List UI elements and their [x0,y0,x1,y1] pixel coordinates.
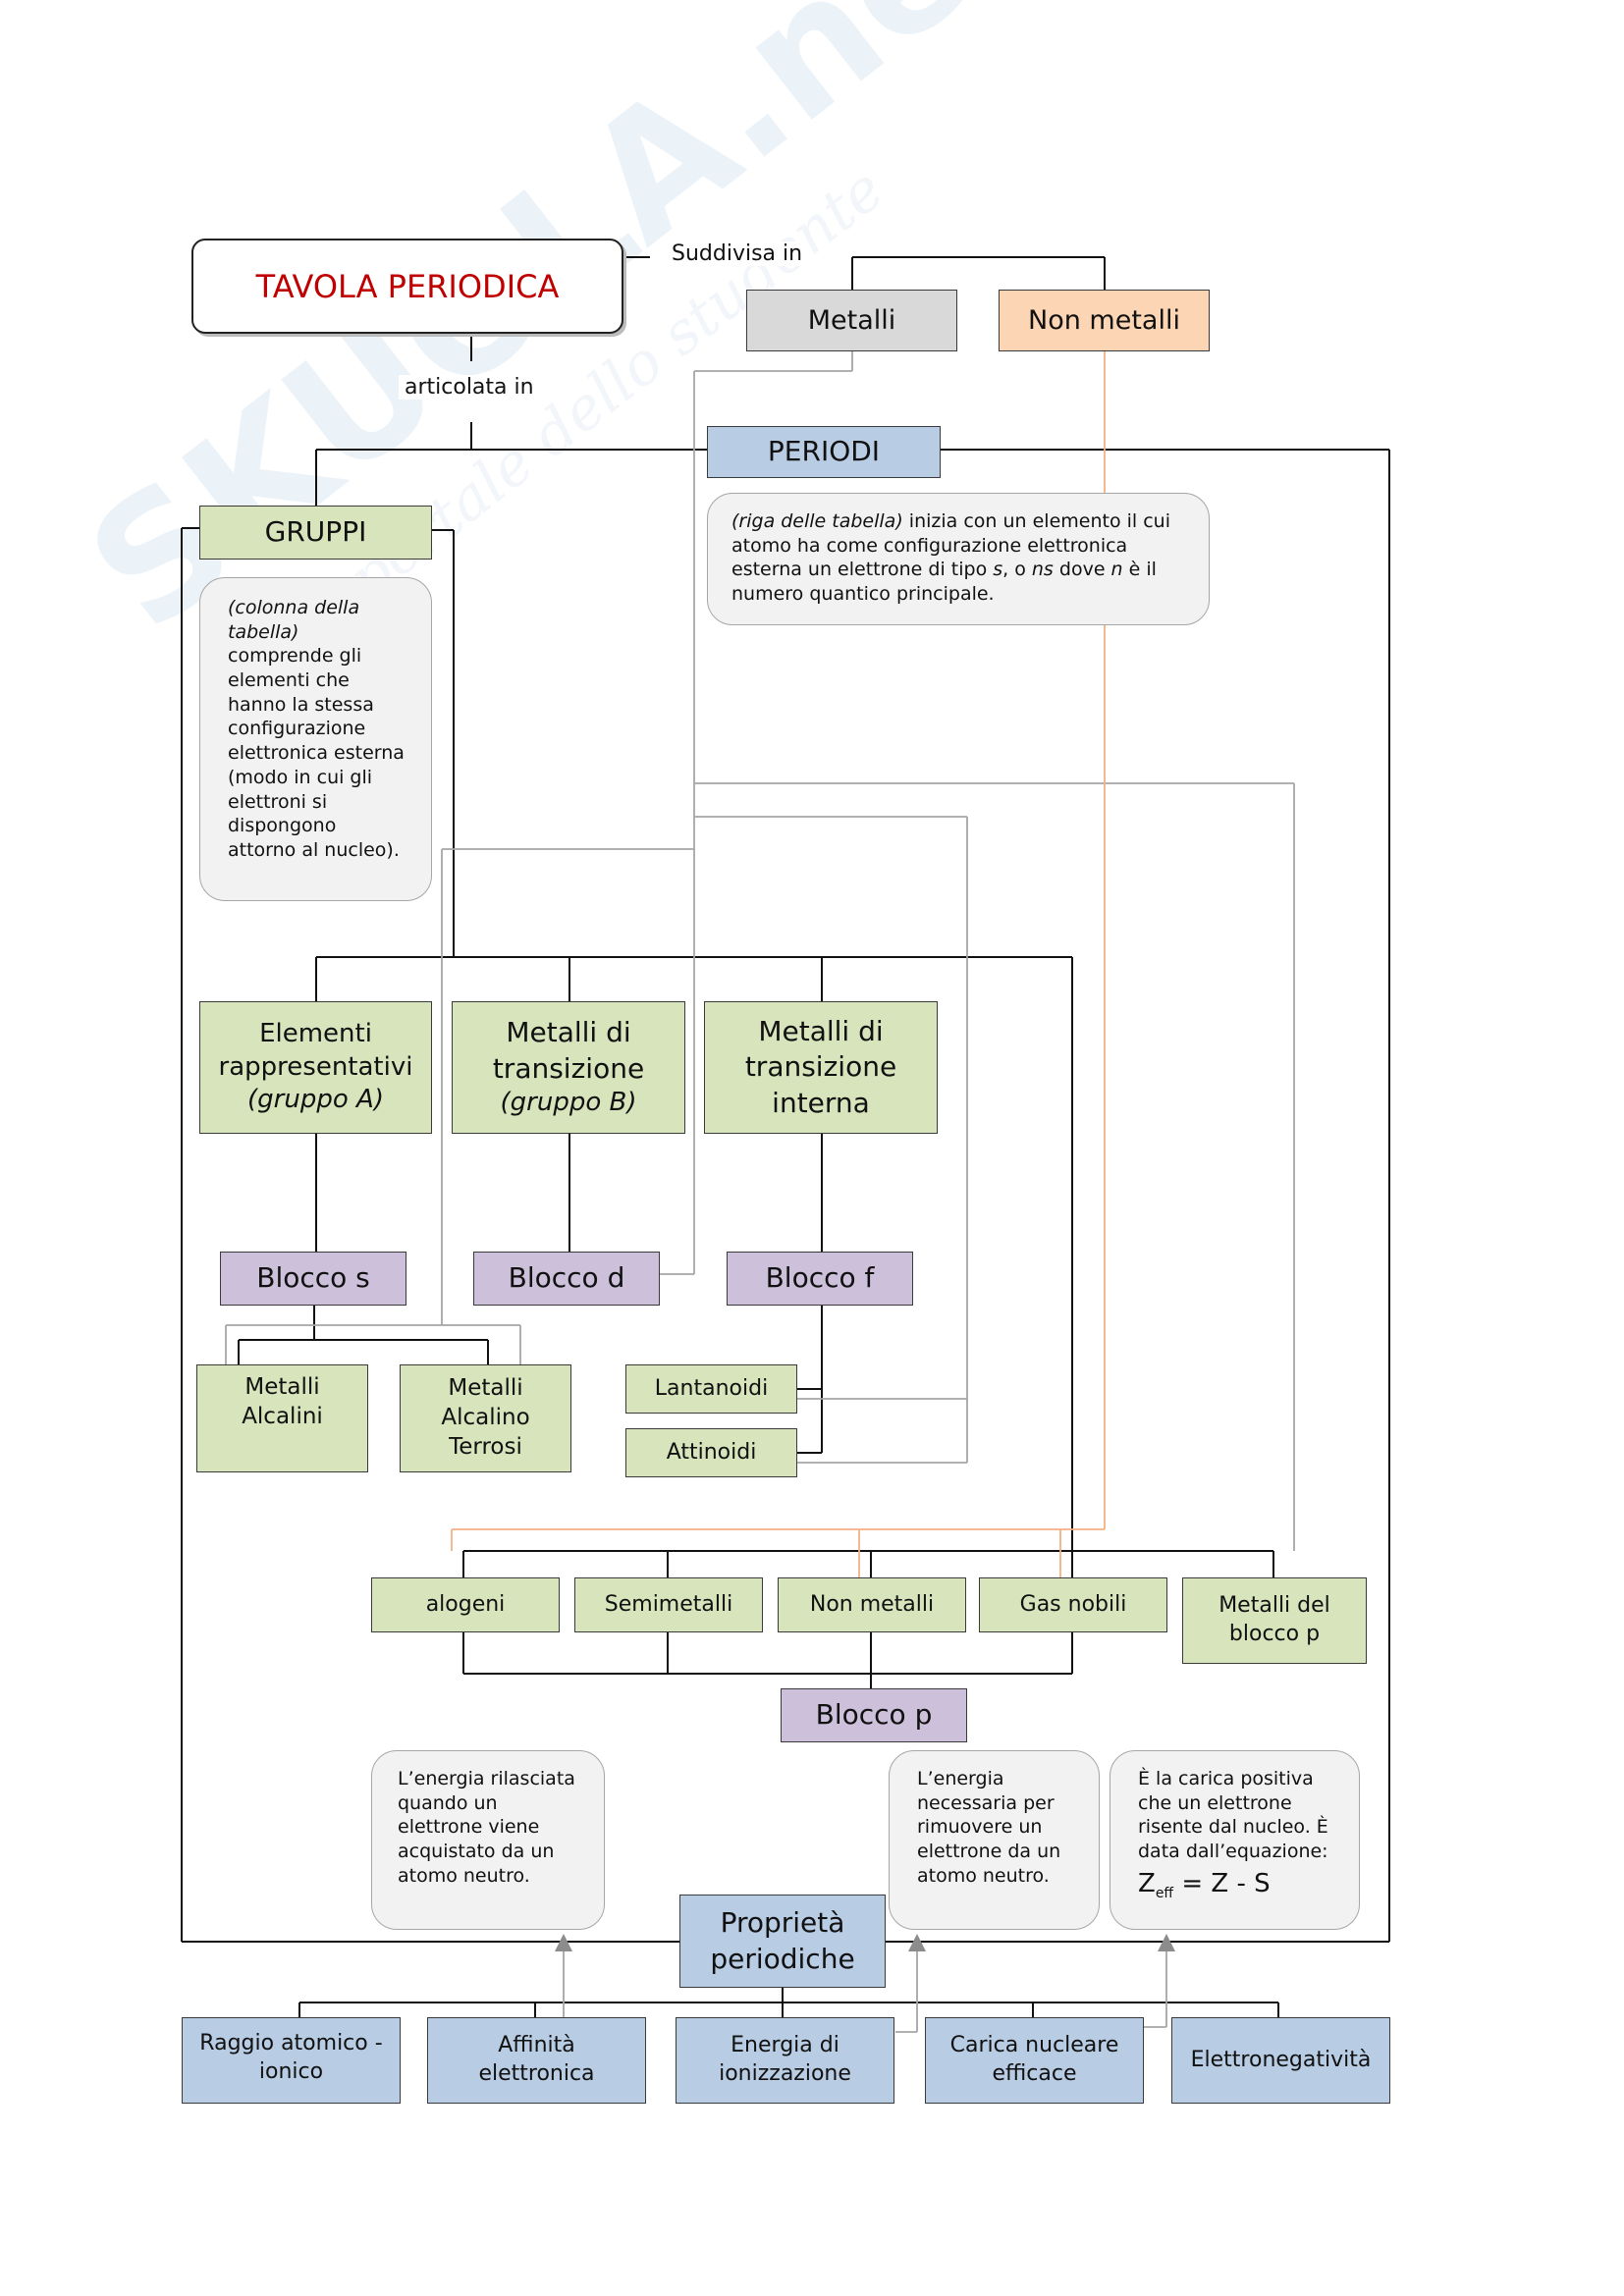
equation-zeff: Zeff = Z - S [1138,1868,1331,1902]
note-gruppi-italic: (colonna della tabella) [228,597,360,643]
note-carica-text: È la carica positiva che un elettrone ri… [1138,1768,1328,1863]
box-affinita-elettronica: Affinità elettronica [427,2017,646,2104]
box-periodi-label: PERIODI [767,435,881,468]
box-metalli-transizione: Metalli di transizione (gruppo B) [452,1001,685,1134]
blocco-p-label: Blocco p [815,1698,933,1732]
raggio-line1: Raggio atomico - [199,2031,383,2056]
note-ionizzazione-text: L’energia necessaria per rimuovere un el… [917,1768,1061,1887]
box-metalli-alcalini: Metalli Alcalini [196,1364,368,1472]
metalli-p-line2: blocco p [1228,1622,1321,1646]
box-attinoidi: Attinoidi [625,1428,797,1477]
box-metalli: Metalli [746,290,957,351]
carica-line1: Carica nucleare [949,2033,1119,2058]
box-metalli-blocco-p: Metalli del blocco p [1182,1577,1367,1664]
note-periodi-text3: dove [1053,559,1111,581]
ionizzazione-line1: Energia di [731,2033,839,2058]
box-lantanoidi: Lantanoidi [625,1364,797,1414]
note-periodi-text4: è il numero quantico principale. [731,559,1157,606]
alcalini-line1: Metalli [244,1374,320,1400]
box-metalli-transizione-interna: Metalli di transizione interna [704,1001,938,1134]
rappresentativi-line1: Elementi [259,1018,372,1048]
box-gruppi-label: GRUPPI [264,515,367,549]
equation-sub: eff [1155,1885,1174,1901]
box-energia-ionizzazione: Energia di ionizzazione [676,2017,894,2104]
blocco-f-label: Blocco f [765,1261,875,1295]
alcalino-terrosi-line3: Terrosi [449,1433,522,1460]
proprieta-line1: Proprietà [720,1906,845,1940]
box-gruppi: GRUPPI [199,506,432,560]
box-non-metalli-label: Non metalli [1028,304,1180,336]
note-periodi-italic: (riga delle tabella) [731,510,903,532]
transizione-line2: transizione [492,1051,645,1085]
note-periodi-text2: , o [1002,559,1032,581]
alogeni-label: alogeni [425,1591,506,1617]
box-blocco-p: Blocco p [781,1688,967,1742]
box-elettronegativita: Elettronegatività [1171,2017,1390,2104]
box-semimetalli: Semimetalli [574,1577,763,1632]
blocco-s-label: Blocco s [256,1261,370,1295]
box-metalli-label: Metalli [807,304,896,336]
box-metalli-alcalino-terrosi: Metalli Alcalino Terrosi [400,1364,571,1472]
non-metalli-p-label: Non metalli [809,1591,935,1617]
box-non-metalli-p: Non metalli [778,1577,966,1632]
affinita-line2: elettronica [478,2061,595,2086]
box-non-metalli: Non metalli [999,290,1210,351]
rappresentativi-line2: rappresentativi [218,1051,413,1082]
note-gruppi-text: comprende gli elementi che hanno la stes… [228,645,405,861]
transizione-line1: Metalli di [506,1016,631,1049]
gas-nobili-label: Gas nobili [1019,1591,1127,1617]
interna-line2: transizione [744,1050,897,1084]
box-blocco-d: Blocco d [473,1252,660,1306]
lantanoidi-label: Lantanoidi [654,1375,769,1401]
page-title: TAVOLA PERIODICA [255,267,560,305]
box-carica-nucleare: Carica nucleare efficace [925,2017,1144,2104]
equation-rest: = Z - S [1173,1868,1271,1898]
blocco-d-label: Blocco d [508,1261,625,1295]
note-periodi-text1: inizia con un elemento il cui atomo ha c… [731,510,1170,581]
rappresentativi-line3: (gruppo A) [247,1085,384,1115]
attinoidi-label: Attinoidi [666,1439,757,1465]
label-suddivisa: Suddivisa in [666,241,809,266]
box-elementi-rappresentativi: Elementi rappresentativi (gruppo A) [199,1001,432,1134]
box-proprieta-periodiche: Proprietà periodiche [679,1895,886,1988]
interna-line3: interna [772,1086,870,1119]
note-affinita-text: L’energia rilasciata quando un elettrone… [398,1768,575,1887]
box-periodi: PERIODI [707,426,941,478]
note-carica: È la carica positiva che un elettrone ri… [1110,1750,1360,1930]
box-blocco-s: Blocco s [220,1252,406,1306]
box-gas-nobili: Gas nobili [979,1577,1167,1632]
alcalino-terrosi-line1: Metalli [448,1375,523,1402]
box-raggio-atomico: Raggio atomico - ionico [182,2017,401,2104]
semimetalli-label: Semimetalli [604,1591,733,1617]
title-box: TAVOLA PERIODICA [191,239,623,334]
elettronegativita-label: Elettronegatività [1190,2047,1372,2072]
note-gruppi: (colonna della tabella) comprende gli el… [199,577,432,901]
proprieta-line2: periodiche [710,1942,855,1975]
alcalini-line2: Alcalini [242,1403,323,1429]
note-affinita: L’energia rilasciata quando un elettrone… [371,1750,605,1930]
note-periodi-n: n [1110,559,1123,581]
box-alogeni: alogeni [371,1577,560,1632]
carica-line2: efficace [992,2061,1077,2086]
metalli-p-line1: Metalli del [1218,1593,1330,1619]
ionizzazione-line2: ionizzazione [719,2061,851,2086]
note-periodi-ns: ns [1031,559,1054,581]
affinita-line1: Affinità [498,2033,575,2058]
note-ionizzazione: L’energia necessaria per rimuovere un el… [889,1750,1100,1930]
note-periodi-s: s [993,559,1003,581]
alcalino-terrosi-line2: Alcalino [441,1405,530,1431]
transizione-line3: (gruppo B) [500,1087,637,1117]
box-blocco-f: Blocco f [727,1252,913,1306]
interna-line1: Metalli di [758,1014,884,1047]
note-periodi: (riga delle tabella) inizia con un eleme… [707,493,1210,625]
equation-z: Z [1138,1868,1156,1898]
label-articolata: articolata in [399,375,540,400]
raggio-line2: ionico [258,2058,324,2084]
